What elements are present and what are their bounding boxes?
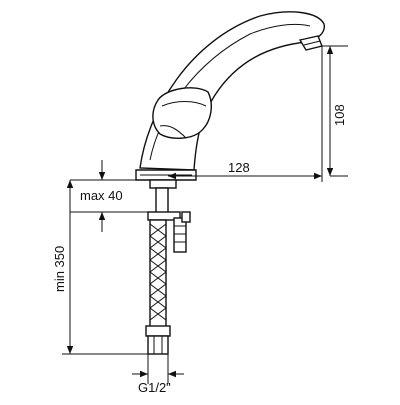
dimension-min-350: min 350	[52, 180, 150, 355]
dimension-max-40: max 40	[70, 160, 148, 232]
mounting-assembly	[147, 179, 191, 253]
dimension-thread: G1/2"	[132, 354, 184, 395]
flexible-hose	[145, 219, 171, 355]
dimension-108: 108	[322, 45, 348, 177]
label-thread: G1/2"	[138, 380, 171, 395]
dimension-128: 128	[168, 46, 323, 182]
label-128: 128	[228, 160, 250, 175]
label-min-350: min 350	[52, 246, 67, 292]
label-108: 108	[332, 104, 347, 126]
label-max-40: max 40	[80, 188, 123, 203]
faucet-body	[135, 11, 325, 181]
